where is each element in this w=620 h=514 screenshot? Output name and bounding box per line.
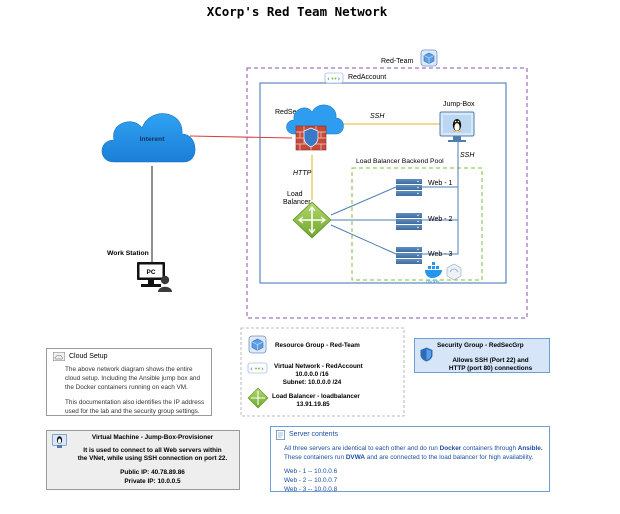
web2-ip-text: Web - 2 -- 10.0.0.7 — [284, 476, 338, 484]
red-sec-grp-label: RedSecGrp — [275, 109, 312, 116]
red-team-group-border — [246, 67, 528, 319]
backend-pool-label: Load Balancer Backend Pool — [356, 158, 444, 165]
pc-label: PC — [146, 269, 155, 276]
security-group-heading: Security Group - RedSecGrp — [437, 342, 524, 349]
vnet-icon: ‹ › — [324, 72, 344, 84]
server-contents-heading: Server contents — [289, 431, 339, 439]
vm-heading: Virtual Machine - Jump-Box-Provisioner — [91, 434, 214, 441]
legend-vnet-cidr: 10.0.0.0 /16 — [295, 371, 329, 378]
web1-label: Web - 1 — [428, 180, 452, 187]
red-account-vnet-border — [259, 82, 507, 284]
web3-label: Web - 3 — [428, 251, 452, 258]
server-line2-part-a: These containers run — [284, 453, 346, 461]
legend-panel — [240, 327, 405, 417]
cloud-setup-box: Cloud Setup The above network diagram sh… — [46, 348, 212, 416]
security-group-line1: Allows SSH (Port 22) and — [452, 356, 529, 364]
legend-vnet-subnet: Subnet: 10.0.0.0 /24 — [283, 379, 342, 386]
document-icon — [276, 430, 285, 440]
legend-vnet-icon: ‹ › — [247, 362, 268, 374]
resource-group-icon — [420, 49, 438, 67]
dvwa-container-icon — [446, 263, 462, 281]
legend-load-balancer-icon — [247, 387, 269, 409]
vm-line2: the VNet, while using SSH connection on … — [77, 455, 228, 463]
server-line2-dvwa: DVWA — [345, 453, 365, 461]
cloud-outline-icon — [53, 352, 65, 362]
jumpbox-ssh-to-web-line — [422, 142, 459, 255]
red-account-label: RedAccount — [348, 74, 386, 81]
web3-ip-text: Web - 3 -- 10.0.0.8 — [284, 485, 338, 493]
web1-ip-text: Web - 1 -- 10.0.0.6 — [284, 468, 338, 476]
web3-server-icon — [396, 247, 422, 264]
cloud-setup-para2: This documentation also identifies the I… — [65, 399, 205, 415]
cloud-setup-para1: The above network diagram shows the enti… — [65, 366, 201, 391]
http-label: HTTP — [293, 170, 312, 177]
server-line1-part-c: containers through — [461, 445, 518, 452]
backend-pool-border — [351, 167, 483, 281]
load-balancer-icon — [292, 201, 332, 239]
docker-icon — [425, 262, 442, 278]
server-contents-line2: These containers run DVWA and are connec… — [284, 454, 544, 463]
linux-tux-icon — [52, 434, 67, 448]
internet-cloud-icon — [101, 113, 196, 163]
vm-private-ip: Private IP: 10.0.0.5 — [124, 477, 181, 485]
web1-server-icon — [396, 179, 422, 196]
lb-to-web1-line — [330, 186, 397, 216]
legend-vnet-title: Virtual Network - RedAccount — [274, 363, 364, 370]
web2-label: Web - 2 — [428, 216, 452, 223]
red-team-label: Red-Team — [381, 58, 413, 65]
jump-box-label: Jump-Box — [443, 101, 475, 108]
pc-icon — [137, 262, 172, 292]
load-balancer-label-2: Balancer — [283, 199, 311, 206]
internet-label: Interent — [140, 136, 166, 143]
vm-public-ip: Public IP: 40.78.89.86 — [120, 468, 185, 476]
legend-lb-ip: 13.91.19.85 — [296, 401, 330, 408]
svg-text:‹: ‹ — [327, 75, 330, 83]
work-station-label: Work Station — [107, 250, 149, 257]
cloud-setup-heading: Cloud Setup — [69, 353, 108, 360]
lb-to-web3-line — [330, 224, 397, 255]
server-line2-part-c: and are connected to the load balancer f… — [364, 453, 534, 461]
legend-lb-title: Load Balancer - loadbalancer — [272, 393, 360, 400]
legend-resource-group-icon — [248, 335, 267, 354]
load-balancer-label-1: Load — [287, 191, 303, 198]
ssh-side-label: SSH — [460, 152, 475, 159]
server-line1-ansible: Ansible. — [517, 445, 543, 452]
svg-text:›: › — [338, 75, 341, 83]
security-group-box: Security Group - RedSecGrp Allows SSH (P… — [414, 338, 550, 373]
virtual-machine-box: Virtual Machine - Jump-Box-Provisioner I… — [46, 430, 240, 490]
ssh-top-label: SSH — [370, 113, 385, 120]
server-contents-box: Server contents All three servers are id… — [270, 426, 550, 493]
vm-line1: It is used to connect to all Web servers… — [83, 446, 222, 454]
security-group-icon — [286, 104, 344, 151]
diagram-title: XCorp's Red Team Network — [207, 4, 388, 19]
security-group-line2: HTTP (port 80) connections — [448, 365, 533, 373]
web2-server-icon — [396, 213, 422, 230]
legend-resource-group-text: Resource Group - Red-Team — [275, 342, 360, 349]
jump-box-vm-icon — [439, 111, 475, 142]
docker-label: docker — [426, 279, 440, 284]
svg-text:‹: ‹ — [250, 365, 253, 373]
shield-icon — [420, 347, 433, 362]
internet-to-secgrp-line — [189, 135, 293, 139]
server-line1-docker: Docker — [439, 445, 462, 452]
server-line1-part-a: All three servers are identical to each … — [284, 445, 440, 452]
svg-text:›: › — [261, 365, 264, 373]
server-contents-line1: All three servers are identical to each … — [284, 445, 544, 454]
